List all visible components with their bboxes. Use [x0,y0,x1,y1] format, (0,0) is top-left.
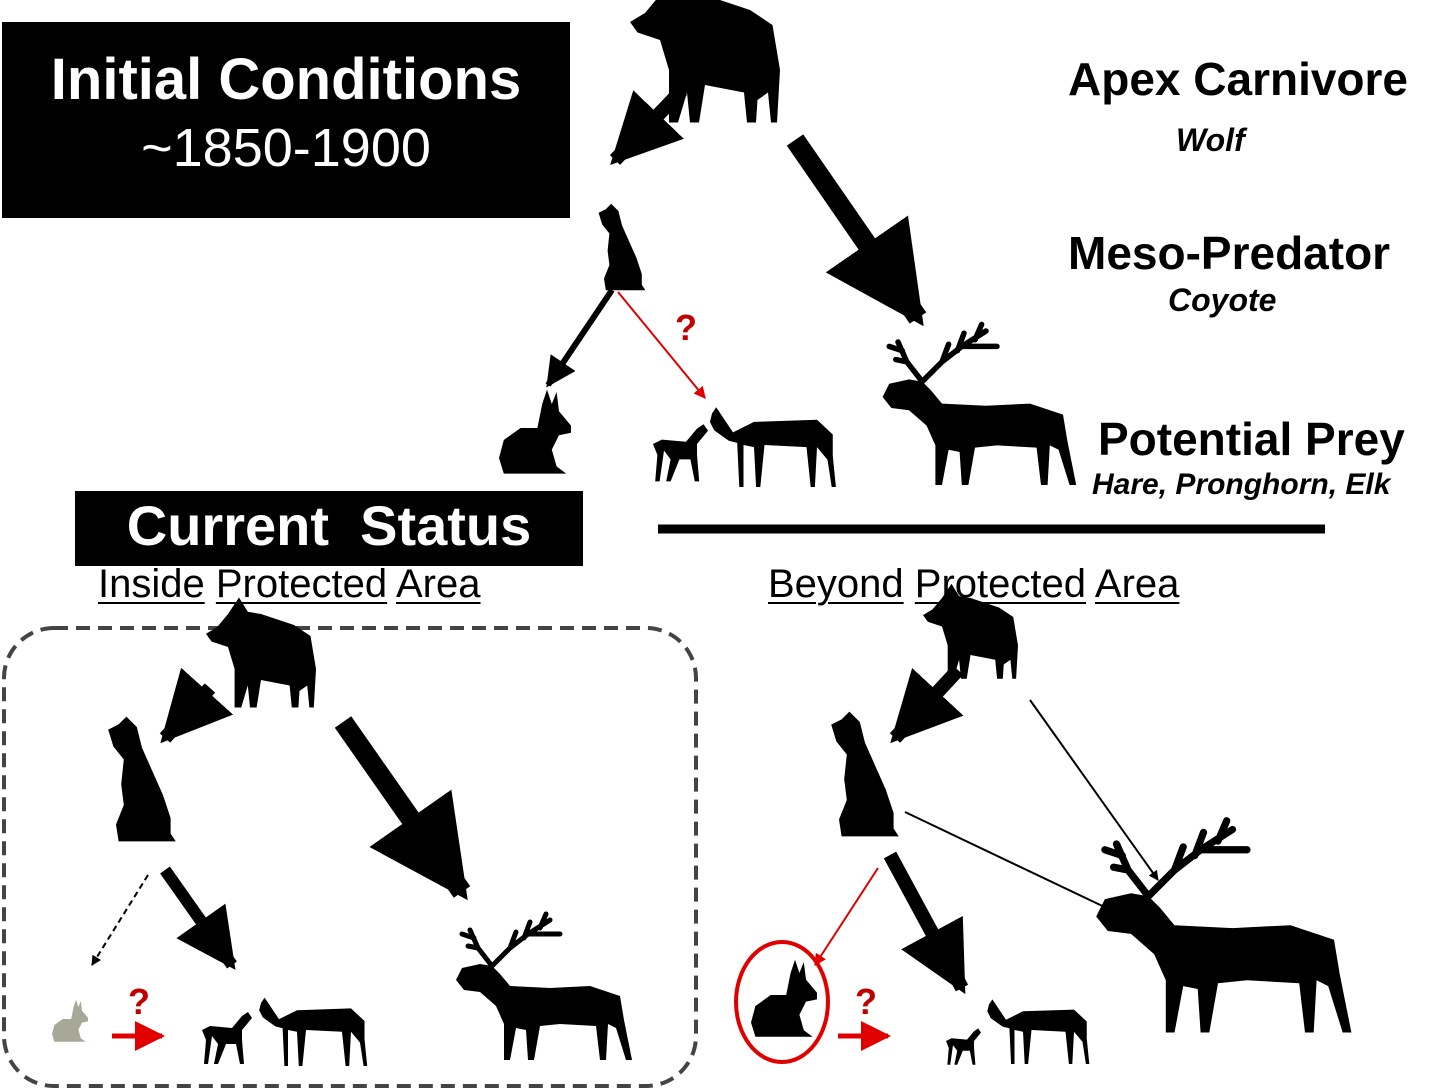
inside-arrows [91,667,471,1051]
meso-predator-species: Coyote [1168,282,1277,318]
wolf-icon [923,583,1018,679]
beyond-protected-area-label: Beyond Protected Area [768,562,1179,607]
inside-protected-area-label: Inside Protected Area [98,562,481,607]
pronghorn-fawn-icon [202,1012,252,1064]
area-word: Area [1094,562,1180,606]
coyote-to-pronghorn-uncertain-arrow [617,291,706,399]
wolf-to-elk-arrow [334,716,471,901]
potential-prey-species: Hare, Pronghorn, Elk [1092,468,1391,501]
apex-carnivore-title: Apex Carnivore [1068,53,1409,105]
coyote-to-pronghorn-arrow [883,851,969,995]
hare-icon [52,999,88,1042]
coyote-icon [598,203,646,291]
wolf-to-coyote-arrow [889,665,964,744]
elk-icon [883,324,1077,485]
wolf-icon [630,0,780,123]
pronghorn-icon [259,997,368,1066]
potential-prey-title: Potential Prey [1098,413,1405,465]
coyote-to-hare-arrow [545,288,615,388]
initial-conditions-period: ~1850-1900 [141,118,431,178]
current-status-title: Current Status [126,494,532,557]
inside-word: Inside [98,562,205,606]
uncertain-question-mark: ? [855,981,877,1022]
uncertain-question-mark: ? [128,981,150,1022]
wolf-to-elk-weak-arrow [1029,699,1159,881]
pronghorn-icon [987,999,1090,1064]
pronghorn-icon [709,407,836,487]
pronghorn-fawn-icon [653,424,708,482]
current-status-box: Current Status [75,491,583,566]
meso-predator-title: Meso-Predator [1068,227,1391,279]
coyote-icon [831,711,899,837]
hare-icon [499,389,571,474]
wolf-to-elk-arrow [786,134,927,327]
elk-icon [1096,821,1351,1033]
uncertain-question-mark: ? [675,307,697,348]
elk-icon [456,914,632,1060]
initial-conditions-title: Initial Conditions [50,47,522,112]
protected-area-border [2,626,698,1088]
initial-arrows [545,85,927,399]
area-word: Area [396,562,481,606]
pronghorn-fawn-icon [946,1028,981,1065]
initial-conditions-box: Initial Conditions ~1850-1900 [2,22,570,218]
protected-word: Protected [215,562,388,606]
beyond-arrows [814,665,1159,1051]
apex-carnivore-species: Wolf [1176,122,1245,158]
wolf-to-coyote-arrow [159,667,234,744]
hare-icon [751,959,817,1037]
hare-highlight-circle [734,940,830,1064]
coyote-to-pronghorn-arrow [160,866,237,970]
wolf-icon [206,597,316,708]
coyote-to-elk-weak-arrow [904,811,1116,913]
beyond-word: Beyond [768,562,904,606]
coyote-to-hare-weak-arrow [91,874,149,966]
coyote-to-hare-uncertain-arrow [814,867,879,967]
